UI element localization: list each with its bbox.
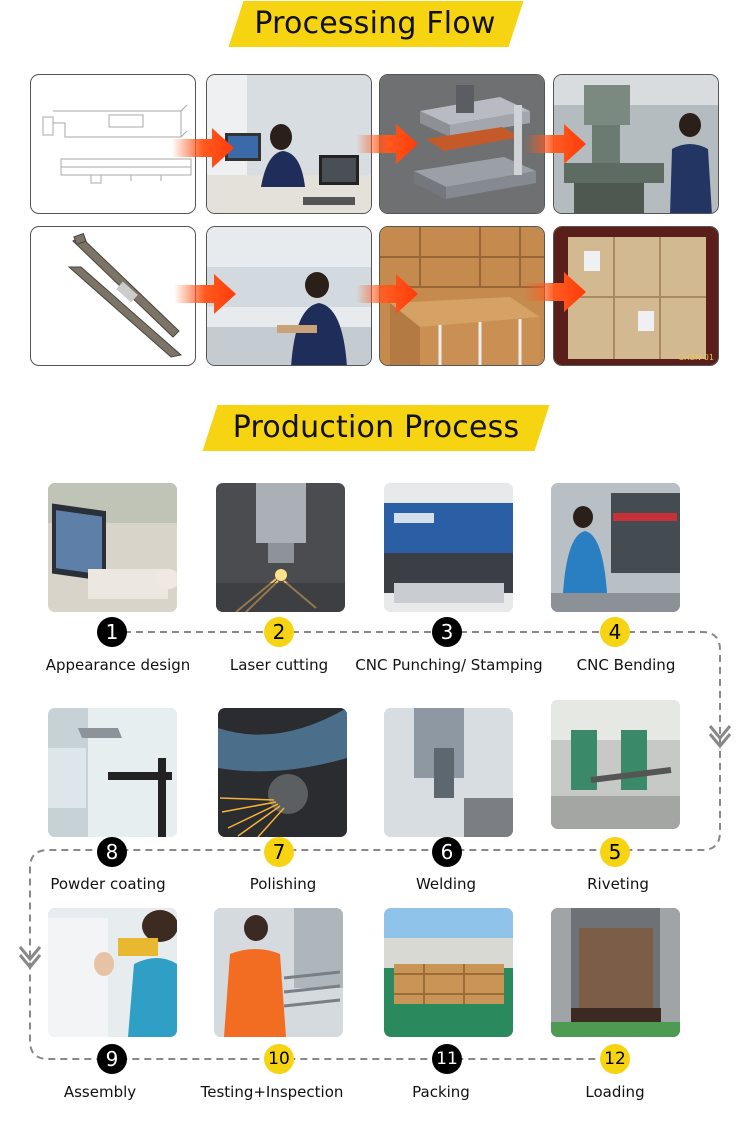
step-badge-10: 10 (264, 1044, 294, 1074)
photo-laser-cutting (216, 483, 345, 612)
step-badge-4: 4 (600, 617, 630, 647)
photo-assembly (48, 908, 177, 1037)
photo-packing (384, 908, 513, 1037)
flow-arrow-6 (524, 272, 586, 312)
stamping-die-3d-model-image (380, 75, 544, 213)
flow-tile-worker (206, 226, 372, 366)
engineer-at-computer-image (207, 75, 371, 213)
step-badge-9: 9 (97, 1044, 127, 1074)
photo-appearance-design (48, 483, 177, 612)
processing-flow-title: Processing Flow (254, 6, 496, 41)
technical-drawing-image (42, 104, 192, 184)
photo-testing-inspection (214, 908, 343, 1037)
flow-tile-product (30, 226, 196, 366)
step-badge-2: 2 (264, 617, 294, 647)
step-badge-5: 5 (600, 837, 630, 867)
step-label-10: Testing+Inspection (200, 1083, 344, 1101)
flow-arrow-1 (172, 128, 234, 168)
step-label-12: Loading (585, 1083, 645, 1101)
flow-tile-milling (553, 74, 719, 214)
step-badge-8: 8 (97, 837, 127, 867)
container-loading-image (554, 227, 718, 365)
step-badge-11: 11 (432, 1044, 462, 1074)
photo-polishing (218, 708, 347, 837)
step-badge-12: 12 (600, 1044, 630, 1074)
step-label-7: Polishing (249, 875, 317, 893)
flow-arrow-5 (356, 274, 418, 314)
step-badge-7: 7 (264, 837, 294, 867)
photo-cnc-punching (384, 483, 513, 612)
step-badge-6: 6 (432, 837, 462, 867)
production-process-title: Production Process (232, 410, 520, 445)
step-label-4: CNC Bending (576, 656, 676, 674)
worker-inspecting-image (207, 227, 371, 365)
step-badge-3: 3 (432, 617, 462, 647)
step-label-11: Packing (412, 1083, 470, 1101)
flow-tile-engineer (206, 74, 372, 214)
step-label-5: Riveting (587, 875, 649, 893)
step-label-8: Powder coating (50, 875, 166, 893)
pci-bracket-product-image (67, 232, 183, 358)
photo-cnc-bending (551, 483, 680, 612)
step-label-1: Appearance design (45, 656, 191, 674)
step-label-9: Assembly (63, 1083, 137, 1101)
step-badge-1: 1 (97, 617, 127, 647)
flow-arrow-2 (356, 124, 418, 164)
step-label-6: Welding (415, 875, 477, 893)
milling-machine-operator-image (554, 75, 718, 213)
step-label-2: Laser cutting (229, 656, 329, 674)
photo-loading (551, 908, 680, 1037)
chevron-down-icon (18, 946, 42, 962)
flow-tile-drawing (30, 74, 196, 214)
step-label-3: CNC Punching/ Stamping (355, 656, 543, 674)
chevron-down-icon (708, 725, 732, 741)
photo-welding (384, 708, 513, 837)
flow-arrow-3 (524, 124, 586, 164)
watermark-text: CHEN-01 (678, 353, 714, 362)
photo-powder-coating (48, 708, 177, 837)
photo-riveting (551, 700, 680, 829)
flow-arrow-4 (174, 274, 236, 314)
